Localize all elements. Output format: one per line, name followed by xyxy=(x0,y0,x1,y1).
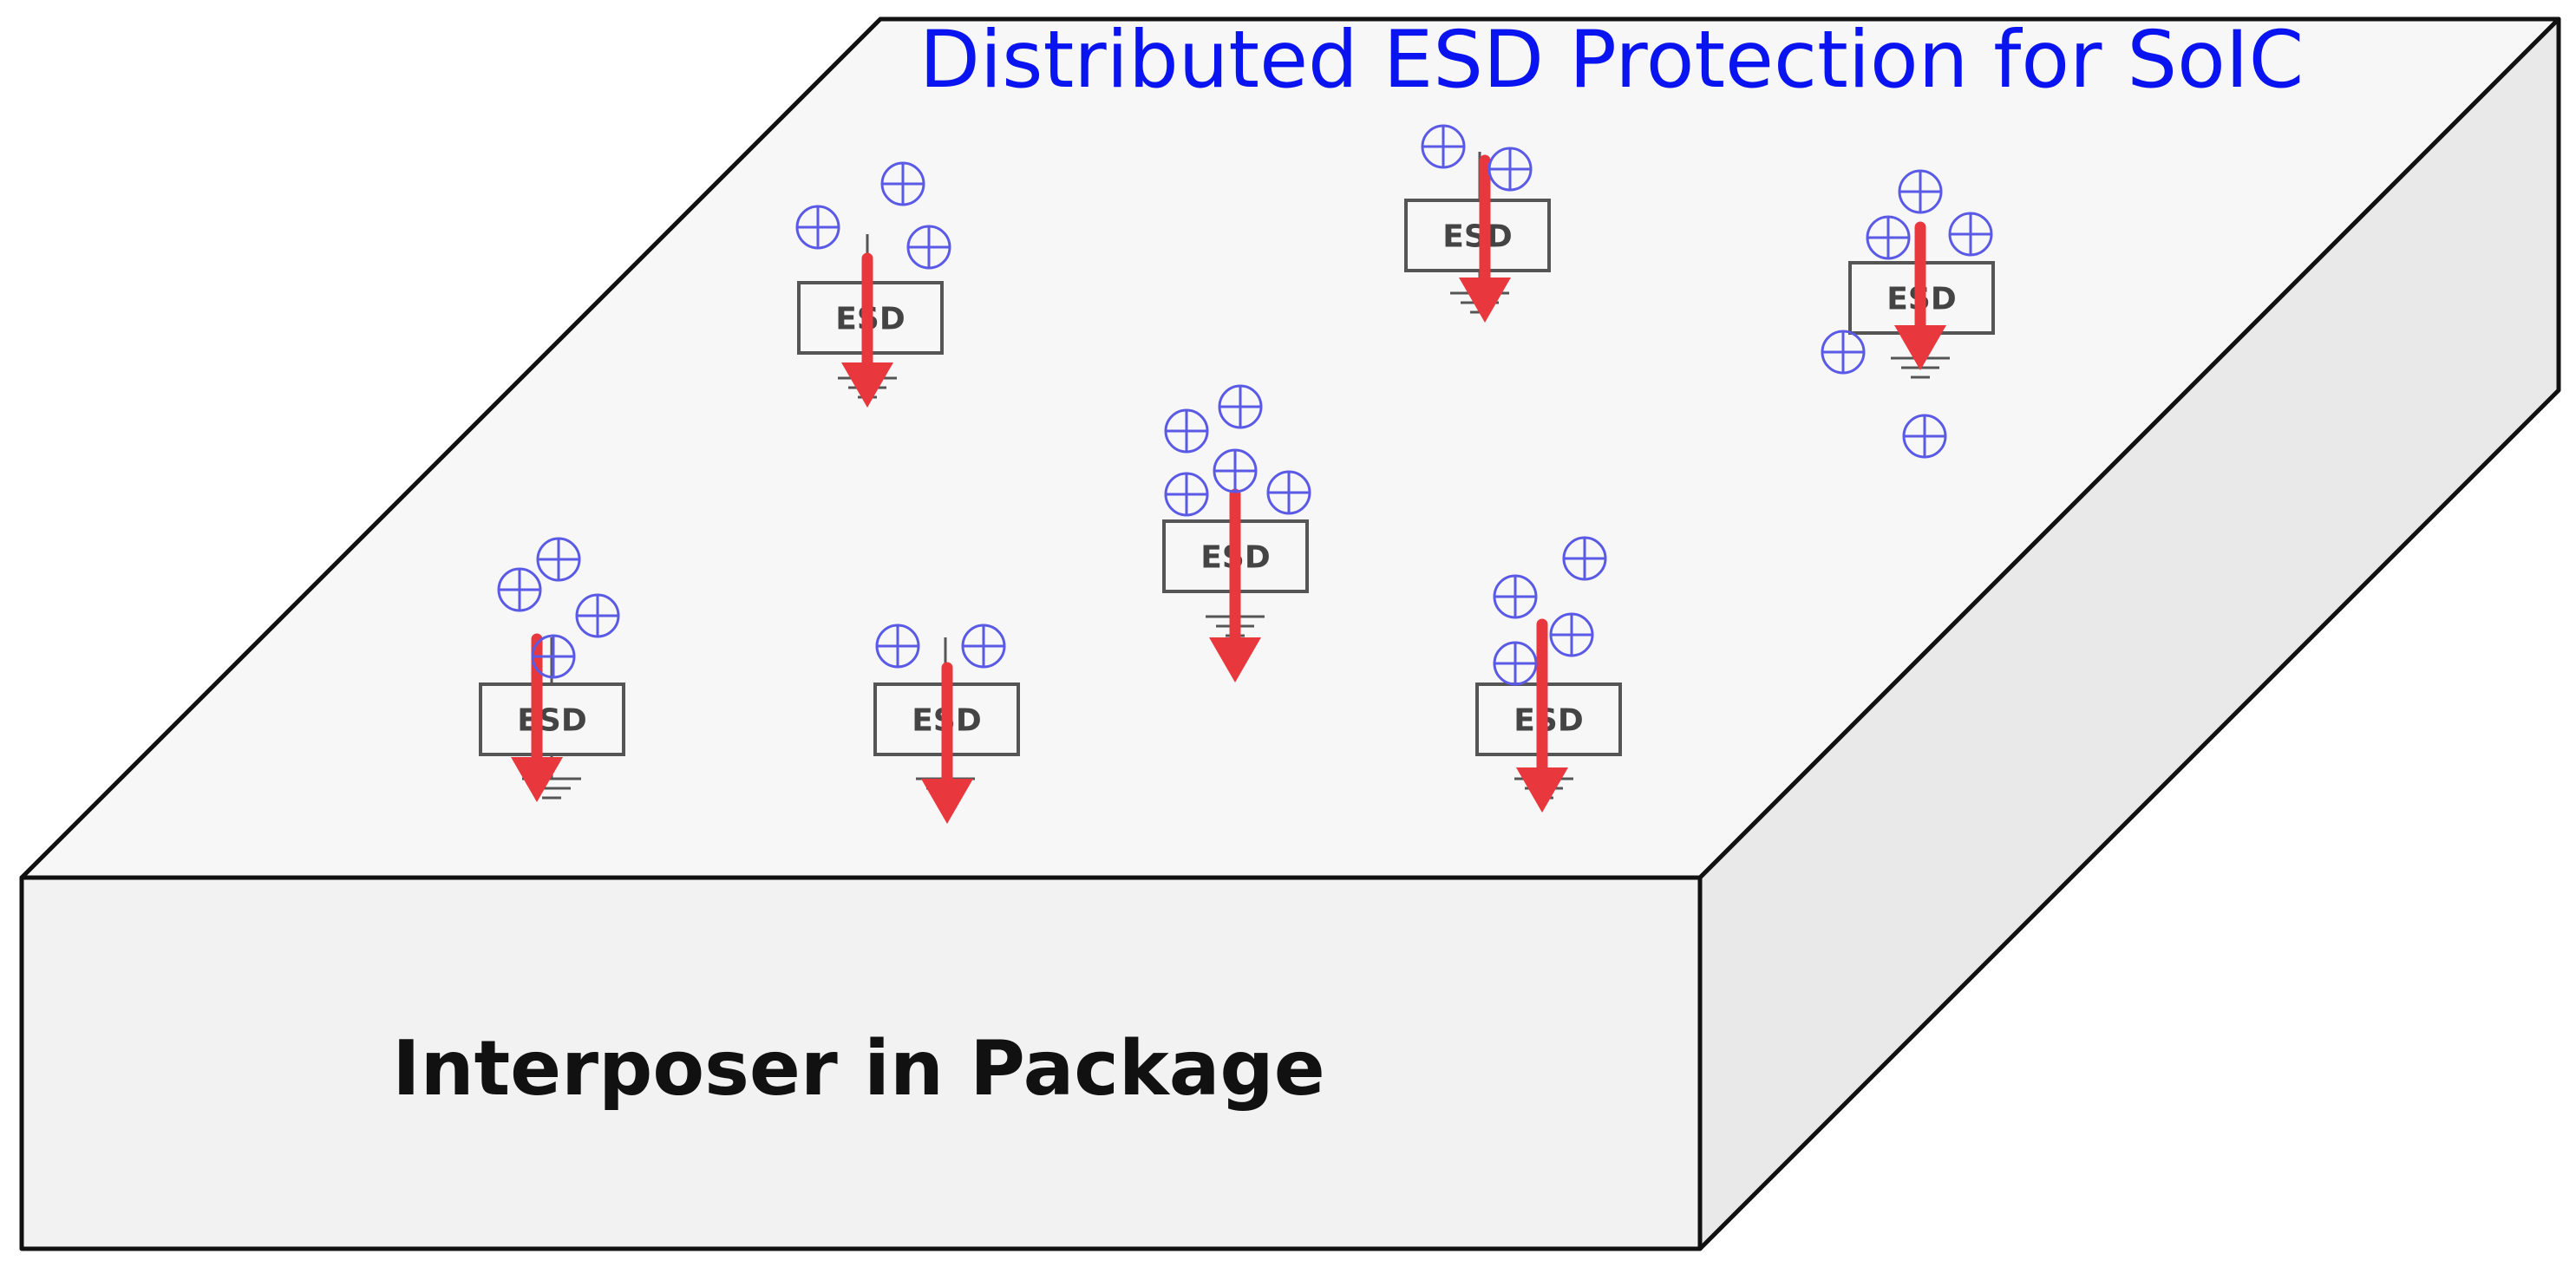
esd-box xyxy=(1404,199,1551,272)
discharge-arrow-icon xyxy=(1894,221,1946,370)
positive-charge-icon xyxy=(1487,147,1533,192)
positive-charge-icon xyxy=(1266,470,1311,515)
positive-charge-icon xyxy=(1948,212,1993,257)
positive-charge-icon xyxy=(875,624,920,669)
positive-charge-icon xyxy=(1421,124,1466,169)
esd-label: ESD xyxy=(517,703,586,739)
esd-cells-layer: ESD ESD ESD ESD ESD ESD ESD xyxy=(479,124,1995,824)
positive-charge-icon xyxy=(536,537,581,582)
slab-side-face xyxy=(1697,16,2561,1251)
positive-charge-icon xyxy=(906,225,951,270)
positive-charge-icon xyxy=(575,593,620,638)
esd-cell: ESD xyxy=(1404,124,1551,323)
positive-charge-icon xyxy=(531,634,576,679)
discharge-arrow-icon xyxy=(1516,618,1568,813)
diagram-title: Distributed ESD Protection for SoIC xyxy=(919,15,2304,106)
esd-cell: ESD xyxy=(479,537,625,802)
positive-charge-icon xyxy=(1164,472,1209,517)
discharge-arrow-icon xyxy=(511,633,563,802)
positive-charge-icon xyxy=(1493,641,1538,686)
positive-charge-icon xyxy=(497,567,542,612)
esd-cell: ESD xyxy=(1475,536,1622,813)
positive-charge-icon xyxy=(1866,215,1911,260)
esd-box xyxy=(1475,682,1622,756)
positive-charge-icon xyxy=(961,624,1006,669)
positive-charge-icon xyxy=(1549,612,1594,657)
positive-charge-icon xyxy=(1898,169,1943,214)
positive-charge-icon xyxy=(1562,536,1607,581)
esd-cell: ESD xyxy=(1162,384,1311,682)
esd-cell: ESD xyxy=(1821,169,1995,459)
esd-cell: ESD xyxy=(873,624,1020,824)
esd-label: ESD xyxy=(1442,219,1512,255)
positive-charge-icon xyxy=(1821,330,1866,375)
positive-charge-icon xyxy=(1902,414,1947,459)
esd-cell: ESD xyxy=(795,161,951,408)
positive-charge-icon xyxy=(1218,384,1263,429)
positive-charge-icon xyxy=(795,205,840,250)
discharge-arrow-icon xyxy=(921,662,973,824)
esd-box xyxy=(479,682,625,756)
discharge-arrow-icon xyxy=(1209,488,1261,682)
discharge-arrow-icon xyxy=(1459,154,1511,323)
positive-charge-icon xyxy=(1164,408,1209,454)
discharge-arrow-icon xyxy=(841,252,893,408)
positive-charge-icon xyxy=(1213,448,1258,493)
positive-charge-icon xyxy=(1493,574,1538,619)
esd-label: ESD xyxy=(1514,703,1583,739)
positive-charge-icon xyxy=(880,161,925,206)
interposer-label: Interposer in Package xyxy=(392,1024,1324,1113)
